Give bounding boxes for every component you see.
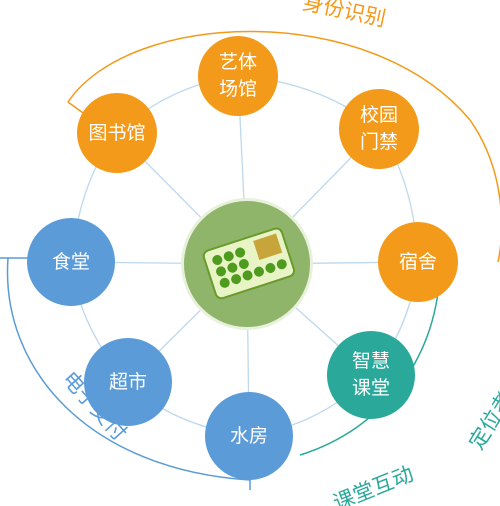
- node-gate: 校园 门禁: [339, 89, 419, 169]
- node-canteen: 食堂: [27, 218, 115, 306]
- identity-arc-right: [469, 119, 500, 263]
- card-reader-icon: [202, 227, 296, 300]
- node-market: 超市: [84, 338, 172, 426]
- group-label-interact: 课堂互动: [330, 461, 417, 506]
- group-label-identity: 身份识别: [301, 0, 388, 31]
- node-water: 水房: [205, 392, 293, 480]
- group-label-attend: 定位考勤: [464, 370, 500, 454]
- node-arts: 艺体 场馆: [198, 36, 278, 116]
- node-classroom: 智慧 课堂: [327, 331, 415, 419]
- center-card-reader: [181, 198, 313, 330]
- node-dorm: 宿舍: [378, 222, 458, 302]
- identity-arc: [67, 30, 471, 121]
- payment-arc: [6, 257, 251, 481]
- node-library: 图书馆: [77, 93, 157, 173]
